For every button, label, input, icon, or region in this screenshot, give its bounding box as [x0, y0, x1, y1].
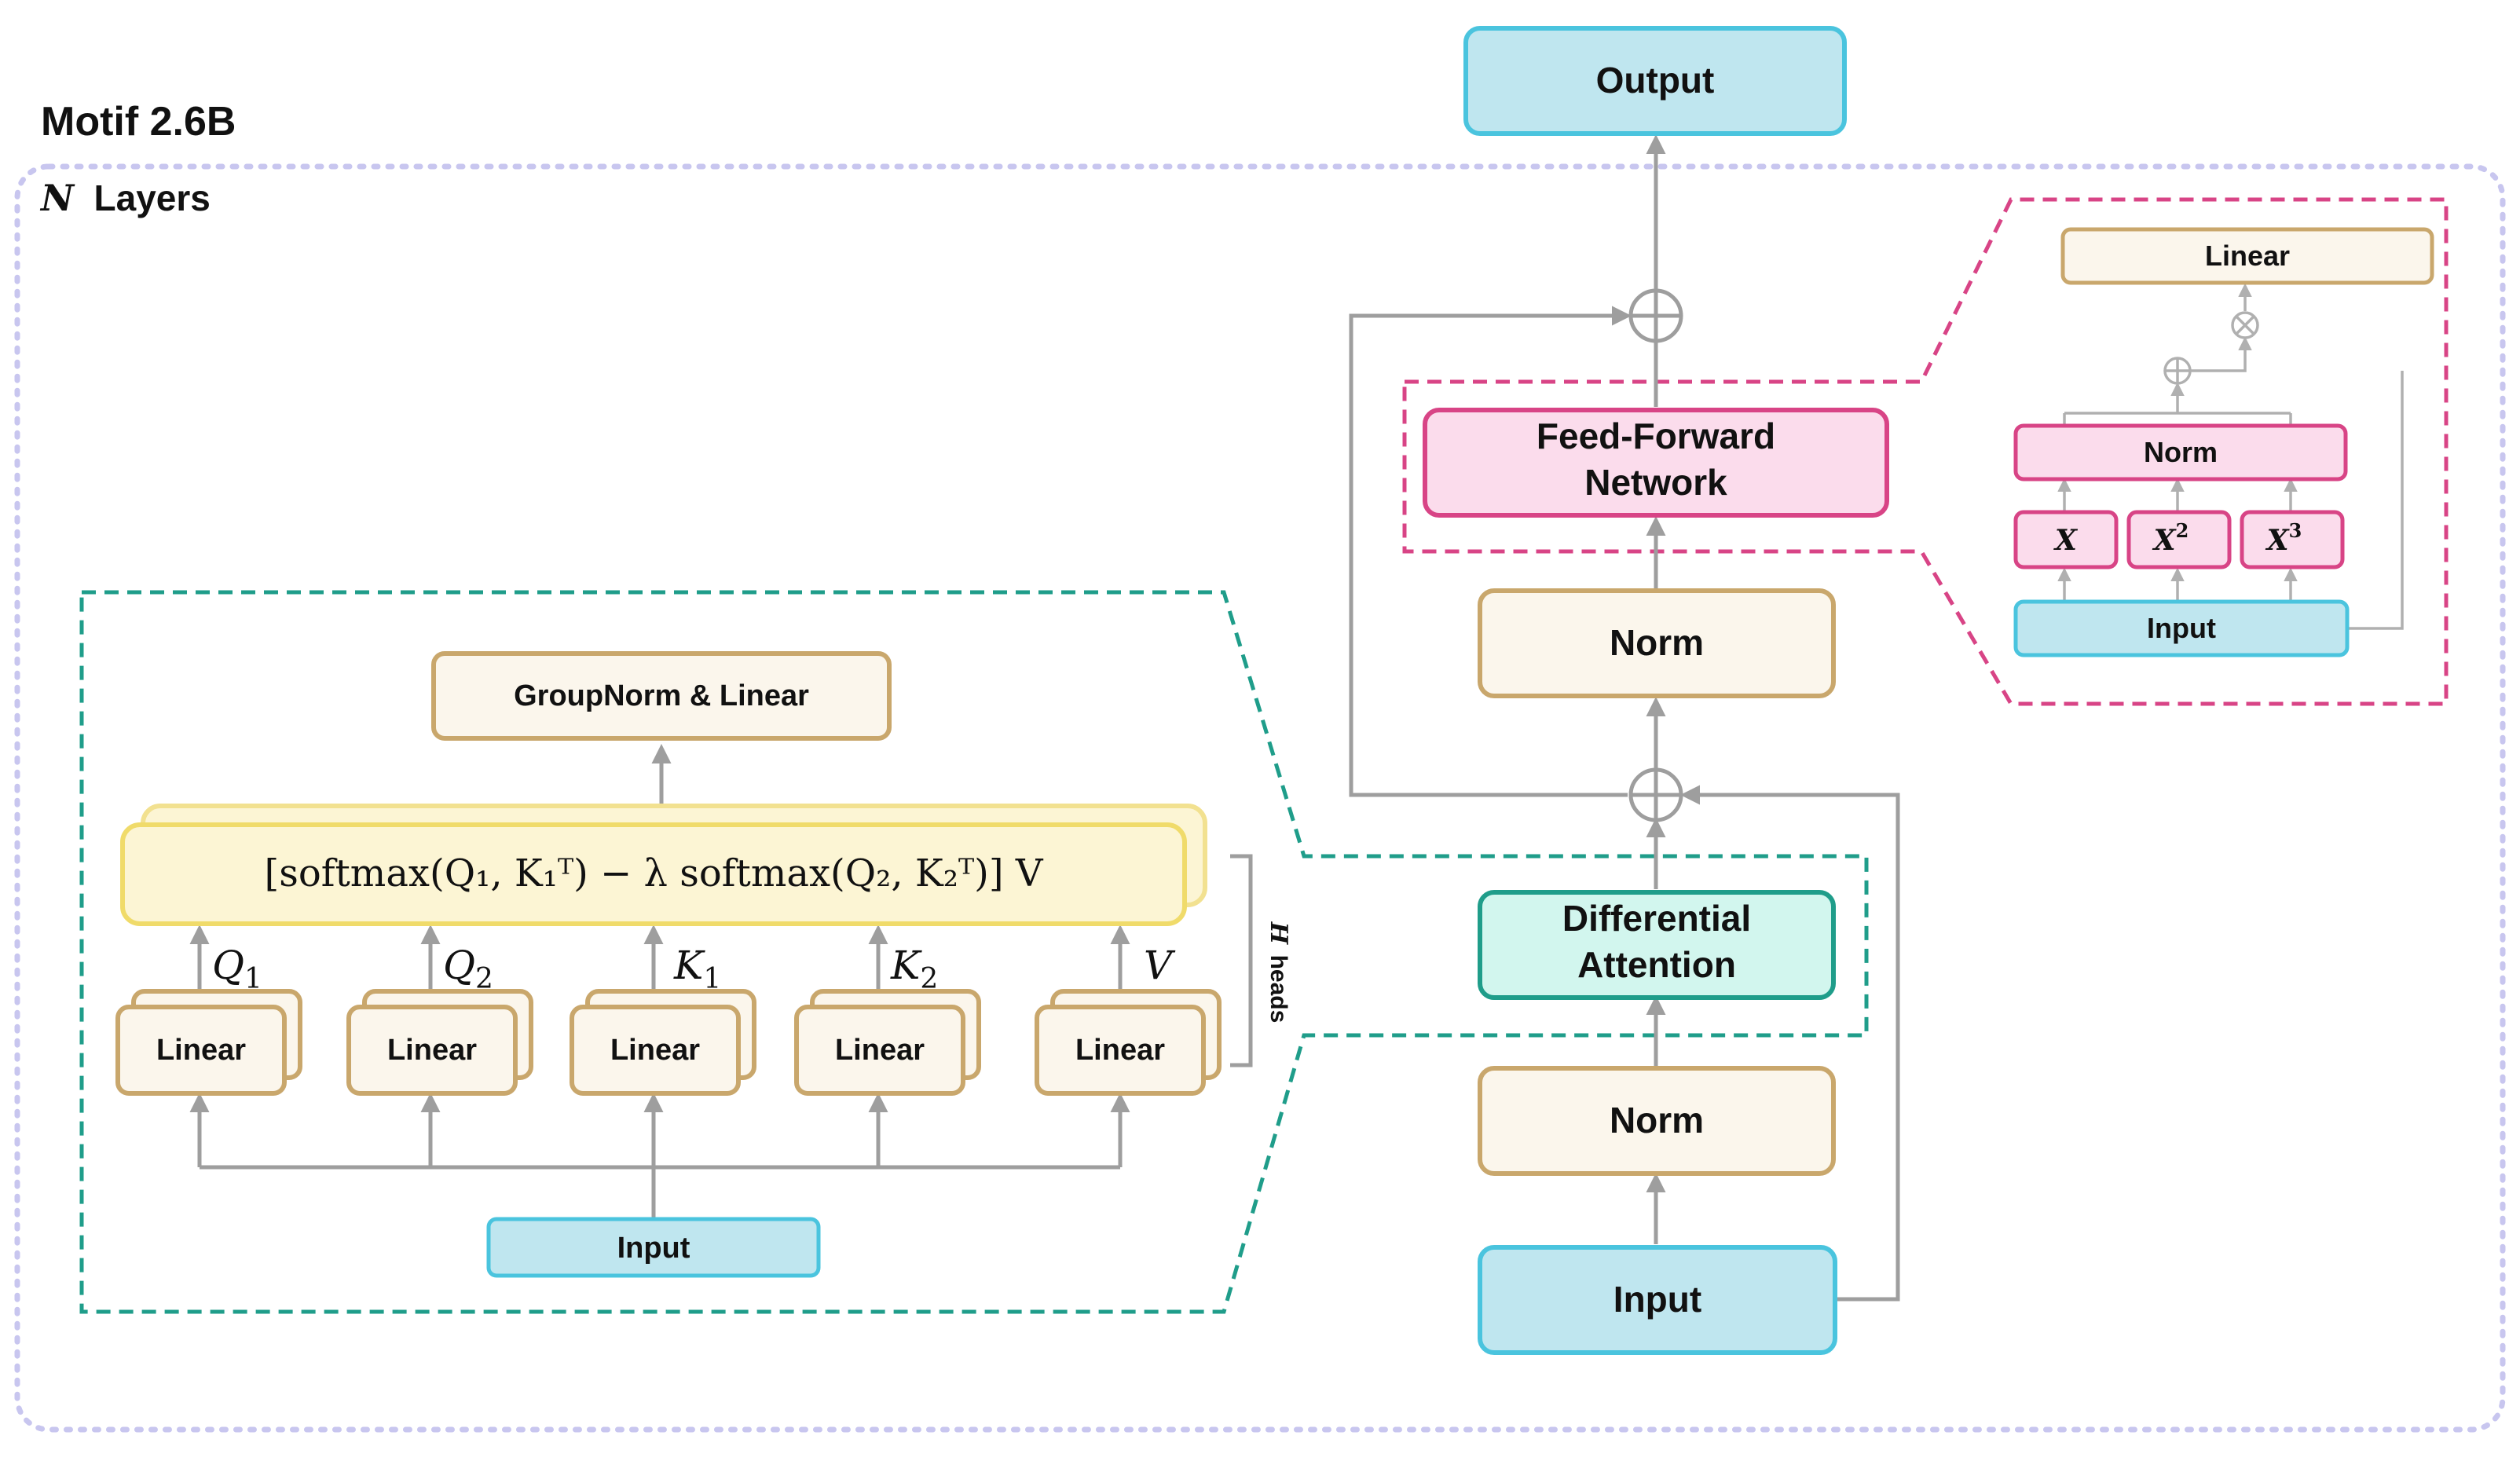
ffn-add-op	[2163, 357, 2192, 385]
attention-formula: [softmax(Q₁, K₁ᵀ) − λ softmax(Q₂, K₂ᵀ)] …	[264, 851, 1043, 895]
proj-label-q1: Q1	[212, 943, 262, 995]
linear-box-k1: Linear	[570, 989, 756, 1096]
norm-bottom-box: Norm	[1478, 1066, 1836, 1176]
proj-label-v: V	[1144, 943, 1176, 988]
ffn-multiply-op	[2231, 311, 2259, 339]
input-label: Input	[1613, 1279, 1701, 1320]
ffn-power-x2-box: X2	[2126, 510, 2232, 569]
diff-attention-label-line1: Differential	[1562, 898, 1751, 939]
linear-label: Linear	[1075, 1034, 1165, 1067]
input-box: Input	[1478, 1245, 1837, 1355]
norm-top-box: Norm	[1478, 588, 1836, 698]
groupnorm-linear-box: GroupNorm & Linear	[431, 651, 892, 741]
linear-box-v: Linear	[1035, 989, 1222, 1096]
proj-label-k2: K2	[890, 943, 938, 995]
ffn-power-x-box: X	[2013, 510, 2119, 569]
groupnorm-label: GroupNorm & Linear	[514, 679, 809, 712]
residual-add-2	[1628, 288, 1683, 343]
ffn-label-line1: Feed-Forward	[1537, 416, 1775, 456]
ffn-linear-label: Linear	[2205, 240, 2290, 272]
ffn-power-x3-box: X3	[2240, 510, 2345, 569]
ffn-input-label: Input	[2147, 612, 2216, 644]
ffn-input-box: Input	[2013, 599, 2350, 657]
ffn-arrow-add-to-mul	[2190, 336, 2252, 372]
residual-connection-2	[1349, 306, 1632, 797]
model-title: Motif 2.6B	[41, 99, 236, 145]
linear-label: Linear	[835, 1034, 925, 1067]
norm-top-label: Norm	[1610, 622, 1704, 663]
norm-bottom-label: Norm	[1610, 1100, 1704, 1141]
diff-attention-label-line2: Attention	[1577, 944, 1736, 985]
ffn-norm-box: Norm	[2013, 423, 2348, 482]
linear-box-q1: Linear	[115, 989, 302, 1096]
layers-var: N	[39, 177, 75, 219]
attention-zoom-outline	[79, 590, 1869, 1314]
layers-label: N Layers	[39, 177, 211, 219]
layers-text: Layers	[94, 178, 211, 218]
attention-input-box: Input	[486, 1217, 821, 1278]
output-box: Output	[1463, 26, 1847, 136]
differential-attention-box: Differential Attention	[1478, 890, 1836, 1000]
linear-label: Linear	[156, 1034, 246, 1067]
linear-box-k2: Linear	[794, 989, 981, 1096]
ffn-norm-label: Norm	[2144, 436, 2218, 468]
ffn-power-x: X	[2053, 524, 2079, 557]
ffn-power-x2: X2	[2152, 519, 2189, 557]
residual-add-1	[1628, 767, 1683, 822]
ffn-power-x3: X3	[2265, 519, 2302, 557]
proj-label-q2: Q2	[443, 943, 493, 995]
heads-label: H heads	[1265, 921, 1292, 1023]
proj-label-k1: K1	[673, 943, 721, 995]
linear-label: Linear	[610, 1034, 700, 1067]
output-label: Output	[1596, 60, 1715, 101]
ffn-linear-box: Linear	[2060, 227, 2434, 285]
linear-label: Linear	[387, 1034, 477, 1067]
ffn-label-line2: Network	[1584, 462, 1727, 503]
formula-stack-front	[120, 822, 1187, 926]
attention-formula-box: [softmax(Q₁, K₁ᵀ) − λ softmax(Q₂, K₂ᵀ)] …	[120, 804, 1207, 926]
feed-forward-network-box: Feed-Forward Network	[1423, 408, 1889, 518]
heads-bracket	[1230, 854, 1253, 1067]
ffn-gate-line	[2347, 371, 2404, 630]
layers-border	[14, 163, 2506, 1433]
attention-input-label: Input	[617, 1232, 690, 1265]
residual-connection-1	[1680, 785, 1900, 1302]
linear-box-q2: Linear	[346, 989, 533, 1096]
